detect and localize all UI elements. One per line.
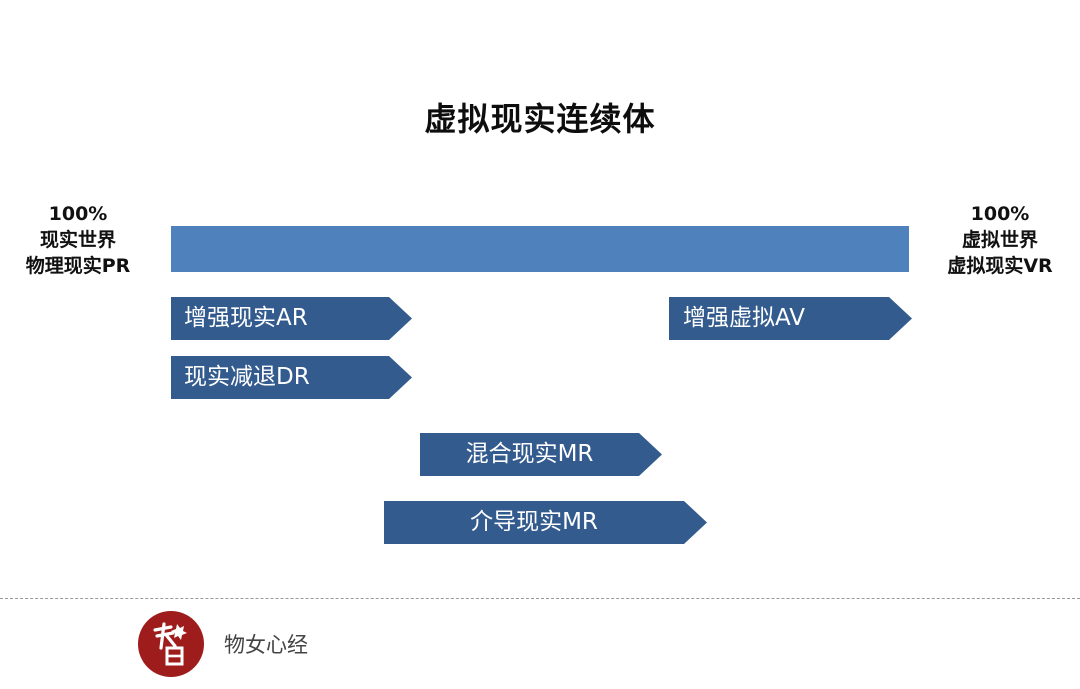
diminished-reality-label: 现实减退DR (184, 364, 310, 390)
augmented-reality-arrow: 增强现实AR (171, 297, 412, 340)
continuum-bar (171, 226, 909, 272)
page-title: 虚拟现实连续体 (424, 100, 656, 138)
seal-logo-icon (138, 611, 204, 677)
left-endpoint-percent: 100% (48, 203, 108, 225)
mediated-reality-label: 介导现实MR (470, 509, 598, 535)
mediated-reality-arrow: 介导现实MR (384, 501, 707, 544)
right-endpoint-percent: 100% (970, 203, 1030, 225)
left-endpoint-line1: 现实世界 (39, 229, 116, 251)
augmented-reality-label: 增强现实AR (184, 305, 308, 331)
mixed-reality-label: 混合现实MR (465, 441, 594, 467)
footer-brand-name: 物女心经 (224, 633, 308, 657)
diminished-reality-arrow: 现实减退DR (171, 356, 412, 399)
right-endpoint-line2: 虚拟现实VR (947, 255, 1053, 277)
footer-divider (0, 598, 1080, 599)
mixed-reality-arrow: 混合现实MR (420, 433, 662, 476)
left-endpoint-line2: 物理现实PR (25, 255, 131, 277)
right-endpoint-line1: 虚拟世界 (961, 229, 1038, 251)
augmented-virtuality-label: 增强虚拟AV (683, 305, 805, 331)
augmented-virtuality-arrow: 增强虚拟AV (669, 297, 912, 340)
right-endpoint-label: 100% 虚拟世界 虚拟现实VR (928, 201, 1072, 279)
left-endpoint-label: 100% 现实世界 物理现实PR (8, 201, 148, 279)
